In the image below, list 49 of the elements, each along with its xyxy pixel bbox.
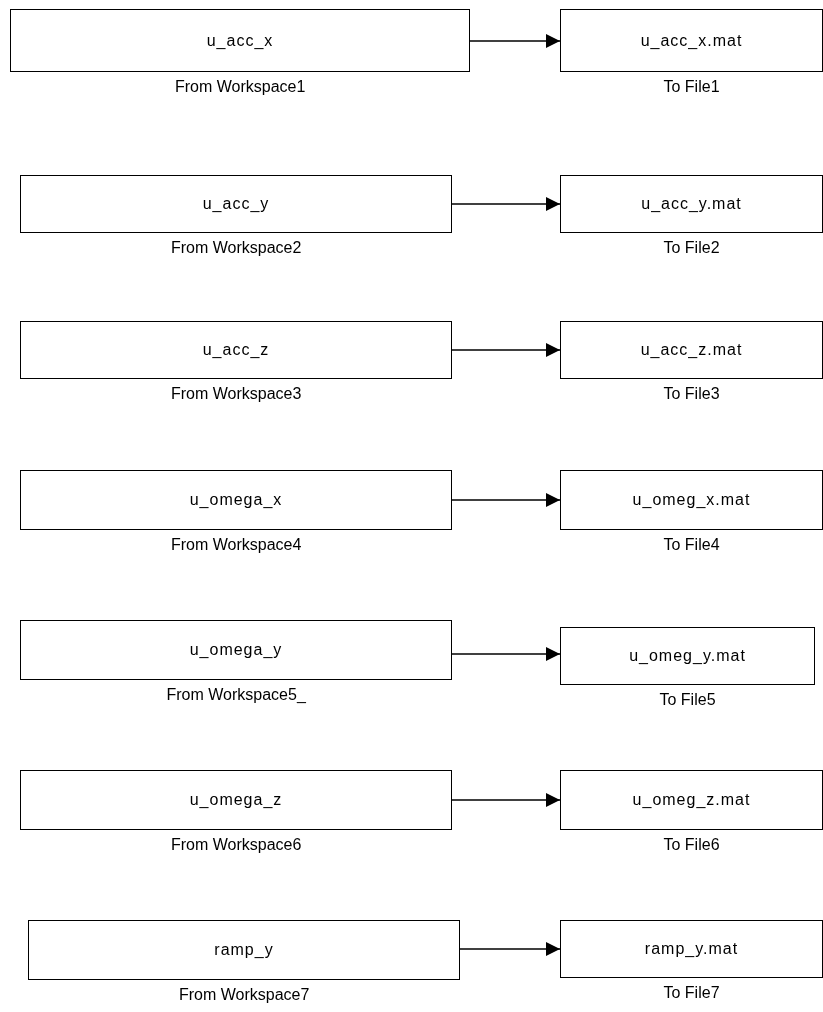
block-caption: From Workspace5_ bbox=[166, 686, 306, 704]
block-caption: From Workspace3 bbox=[171, 385, 302, 403]
block-label: u_acc_y bbox=[202, 195, 270, 213]
block bbox=[560, 470, 823, 530]
block-caption: To File6 bbox=[663, 836, 720, 854]
arrow bbox=[459, 942, 561, 956]
block bbox=[20, 470, 452, 530]
block-label: u_omega_z bbox=[189, 791, 283, 809]
block-label: u_acc_x bbox=[206, 31, 274, 50]
block bbox=[20, 321, 452, 379]
block-label: u_acc_y.mat bbox=[641, 195, 742, 213]
arrow bbox=[469, 34, 561, 48]
block-label: u_omeg_z.mat bbox=[632, 791, 751, 809]
block-caption: From Workspace4 bbox=[171, 536, 302, 554]
block-caption: To File2 bbox=[663, 239, 720, 257]
arrow bbox=[451, 197, 561, 211]
block-label: u_omeg_x.mat bbox=[632, 491, 751, 509]
block bbox=[560, 627, 815, 685]
block-caption: To File1 bbox=[663, 78, 720, 96]
block bbox=[10, 9, 470, 72]
block bbox=[28, 920, 460, 980]
block-label: u_omega_x bbox=[189, 491, 283, 509]
block bbox=[560, 321, 823, 379]
arrow bbox=[451, 343, 561, 357]
block-caption: To File3 bbox=[663, 385, 720, 403]
block-caption: From Workspace7 bbox=[179, 986, 310, 1004]
block-label: ramp_y bbox=[214, 941, 274, 959]
block bbox=[560, 920, 823, 978]
arrow bbox=[451, 793, 561, 807]
block-label: u_omega_y bbox=[189, 641, 283, 659]
block-label: u_acc_z bbox=[202, 341, 270, 359]
block-label: u_omeg_y.mat bbox=[629, 647, 746, 665]
block bbox=[560, 770, 823, 830]
block-caption: From Workspace6 bbox=[171, 836, 302, 854]
block-caption: To File5 bbox=[659, 691, 716, 709]
block-caption: From Workspace1 bbox=[175, 78, 306, 96]
block bbox=[20, 175, 452, 233]
block bbox=[20, 770, 452, 830]
block bbox=[20, 620, 452, 680]
block-caption: From Workspace2 bbox=[171, 239, 302, 257]
arrow bbox=[451, 647, 561, 661]
block bbox=[560, 9, 823, 72]
block-label: ramp_y.mat bbox=[644, 940, 739, 958]
block-label: u_acc_x.mat bbox=[640, 31, 743, 50]
block-caption: To File4 bbox=[663, 536, 720, 554]
block-caption: To File7 bbox=[663, 984, 720, 1002]
block-label: u_acc_z.mat bbox=[640, 341, 743, 359]
arrow bbox=[451, 493, 561, 507]
block bbox=[560, 175, 823, 233]
